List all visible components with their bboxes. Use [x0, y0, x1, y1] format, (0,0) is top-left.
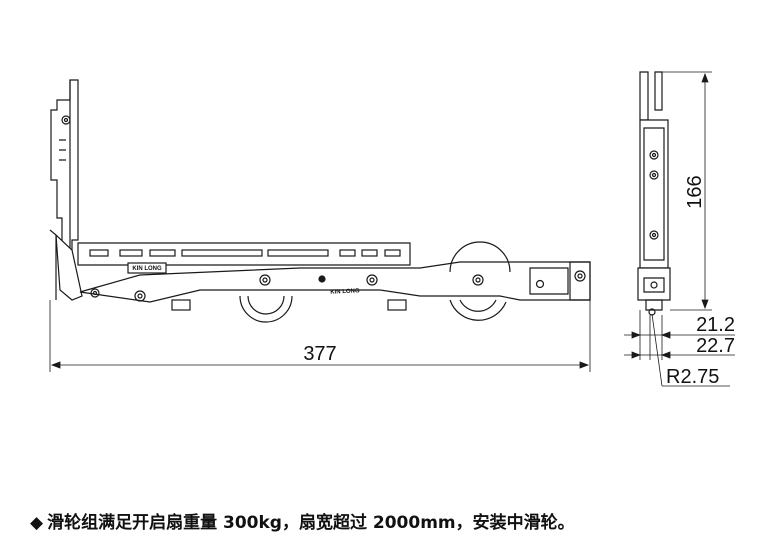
arm-link: [55, 233, 83, 301]
side-view: 166 21.2 22.7 R2.75: [624, 71, 735, 388]
bolt: [366, 274, 378, 286]
offset-a-label: 21.2: [696, 314, 735, 336]
technical-drawing: KIN LONG KIN LONG: [49, 71, 735, 388]
roller-wheel: [239, 295, 293, 323]
spec-caption: ◆滑轮组满足开启扇重量 300kg，扇宽超过 2000mm，安装中滑轮。: [30, 508, 770, 533]
pivot-hole: [61, 115, 71, 125]
bolt: [259, 274, 271, 286]
bolt: [90, 288, 100, 298]
side-profile: [639, 71, 649, 121]
horizontal-rail: [77, 242, 411, 266]
height-label: 166: [684, 175, 706, 208]
bolt: [134, 290, 146, 302]
model-plate: [127, 262, 167, 274]
offset-b-label: 22.7: [696, 335, 735, 357]
vertical-bracket: [50, 79, 79, 251]
bolt: [472, 274, 484, 286]
width-dimension: [49, 300, 591, 372]
width-label: 377: [303, 343, 336, 365]
radius-label: R2.75: [666, 366, 719, 388]
brand-stamp: KIN LONG: [330, 288, 360, 296]
caption-text: 滑轮组满足开启扇重量 300kg，扇宽超过 2000mm，安装中滑轮。: [47, 513, 575, 533]
rail-slots: [89, 249, 401, 257]
offset-dimension: [624, 310, 735, 387]
height-dimension: [662, 71, 712, 311]
diamond-bullet-icon: ◆: [30, 513, 44, 533]
model-stamp: KIN LONG: [132, 266, 162, 272]
carriage-body: [79, 261, 591, 303]
front-view: KIN LONG KIN LONG: [49, 79, 591, 372]
bolt: [318, 275, 326, 283]
roller-wheel: [449, 241, 511, 321]
